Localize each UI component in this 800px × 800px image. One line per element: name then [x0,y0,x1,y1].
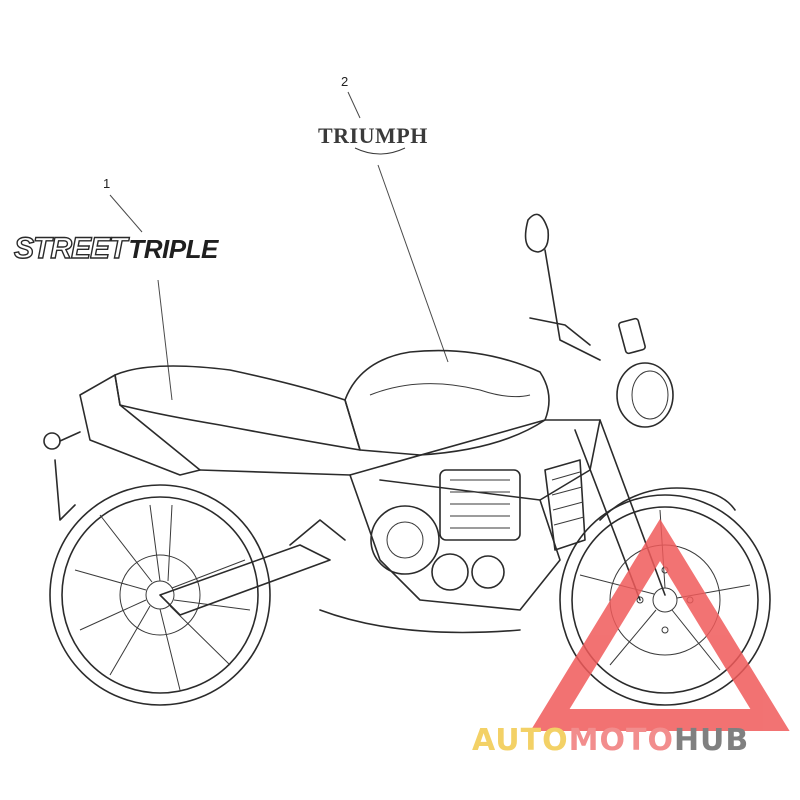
street-word: STREET [14,232,130,265]
handlebar-mirror [524,213,646,361]
seat [114,365,361,451]
engine [319,469,521,634]
watermark-text-auto: AUTOMOTO [472,723,674,758]
triumph-logo-swoosh [354,147,406,155]
rear-indicator-stalk [59,431,81,442]
tank-decal-line [369,383,531,398]
swingarm [159,544,331,616]
watermark-text-auto-segment: AUTO [472,723,569,758]
watermark-text: AUTOMOTOHUB [472,723,749,758]
callout-1-leader [157,279,173,401]
triple-word: TRIPLE [128,234,219,264]
street-triple-logo-label: STREETTRIPLE [14,232,219,265]
rear-shock [289,519,346,546]
fuel-tank [344,349,550,456]
watermark-text-moto-segment: MOTO [569,723,674,758]
watermark-triangle-icon [530,518,790,731]
callout-number-1: 1 [103,176,110,191]
rear-hugger [54,459,76,521]
tail-section [79,374,201,476]
callout-1: 1 STREETTRIPLE [13,176,219,401]
radiator-fins [551,471,585,526]
headlight [616,362,674,428]
callout-2: 2 TRIUMPH [318,74,449,363]
callout-2-leader [377,164,449,363]
front-wheel [559,494,771,706]
front-fender [599,487,736,521]
callout-2-tick [347,91,361,119]
watermark-text-hub: HUB [674,723,749,758]
rear-wheel [49,484,271,706]
callout-1-tick [109,194,143,233]
watermark: AUTOMOTOHUB [472,518,790,758]
rear-indicator [43,432,61,450]
motorcycle-drawing [43,213,771,706]
radiator [544,459,586,551]
callout-number-2: 2 [341,74,348,89]
triumph-logo-label: TRIUMPH [318,123,428,148]
